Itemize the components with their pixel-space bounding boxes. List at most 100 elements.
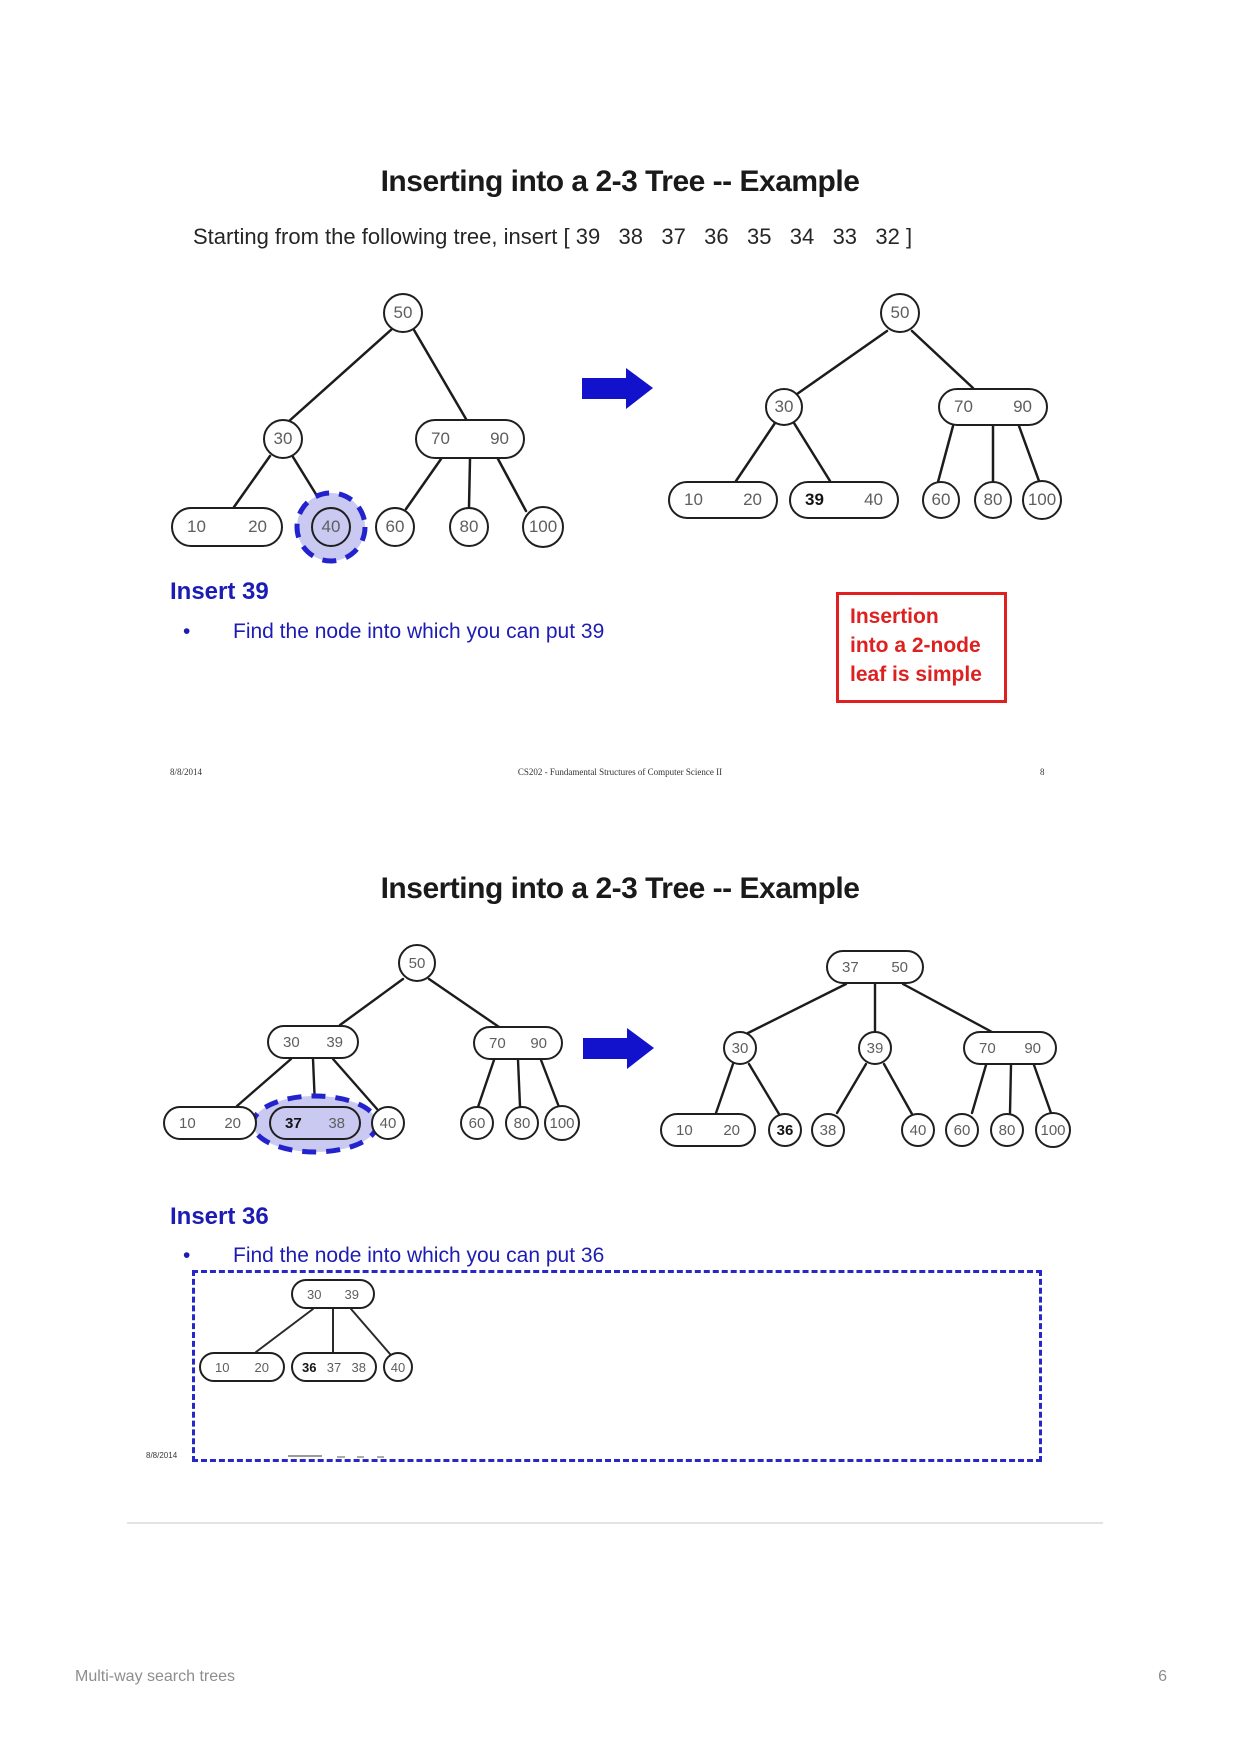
node-value: 39	[344, 1286, 359, 1302]
node-value: 40	[390, 1359, 406, 1375]
tree-node: 60	[922, 481, 960, 519]
tree-node: 80	[449, 507, 489, 547]
footer-remnant-dash	[357, 1456, 364, 1458]
node-value: 100	[528, 517, 558, 536]
node-value: 30	[307, 1286, 322, 1302]
tree-node: 100	[1035, 1112, 1071, 1148]
node-value: 39	[326, 1033, 343, 1051]
node-value: 60	[468, 1114, 486, 1132]
node-value: 40	[321, 517, 341, 536]
tree2-edges	[734, 329, 1041, 484]
tree-node: 39 40	[789, 481, 899, 519]
tree-node: 30 39	[267, 1025, 359, 1059]
node-value: 37	[285, 1114, 302, 1132]
tree-node: 38	[811, 1113, 845, 1147]
tree-node: 39	[858, 1031, 892, 1065]
tree-node: 30	[263, 419, 303, 459]
node-value: 39	[866, 1039, 884, 1057]
node-value: 36	[776, 1121, 794, 1139]
node-value: 30	[774, 397, 794, 416]
tree-node: 100	[1022, 480, 1062, 520]
node-value: 60	[385, 517, 405, 536]
slide2-title: Inserting into a 2-3 Tree -- Example	[380, 872, 860, 905]
node-value: 50	[891, 958, 908, 976]
tree-node: 37 50	[826, 950, 924, 984]
node-value: 100	[1027, 490, 1057, 509]
tree-node: 80	[505, 1106, 539, 1140]
tree-node: 70 90	[473, 1026, 563, 1060]
tree-node: 100	[522, 506, 564, 548]
footer-remnant-dash	[377, 1456, 384, 1458]
tree3-edges	[235, 977, 561, 1111]
tree-node: 80	[990, 1113, 1024, 1147]
node-value: 36	[302, 1359, 317, 1375]
tree-node: 10 20	[660, 1113, 756, 1147]
node-value: 50	[393, 303, 413, 322]
node-value: 30	[283, 1033, 300, 1051]
node-value: 80	[983, 490, 1003, 509]
tree-node: 10 20	[668, 481, 778, 519]
node-value: 70	[431, 429, 450, 448]
footer-remnant-line	[288, 1455, 322, 1457]
tree-node: 60	[375, 507, 415, 547]
node-value: 20	[743, 490, 762, 509]
node-value: 60	[953, 1121, 971, 1139]
node-value: 20	[248, 517, 267, 536]
callout-line: Insertion	[850, 605, 939, 628]
slide1-footer-date: 8/8/2014	[170, 767, 203, 777]
tree-node: 36	[768, 1113, 802, 1147]
slide1-footer-page: 8	[1040, 767, 1045, 777]
insert-heading: Insert 36	[170, 1203, 269, 1230]
node-value: 50	[890, 303, 910, 322]
node-value: 20	[224, 1114, 241, 1132]
node-value: 10	[215, 1359, 230, 1375]
tree-node: 50	[880, 293, 920, 333]
node-value: 80	[513, 1114, 531, 1132]
node-value: 40	[864, 490, 883, 509]
node-value: 30	[273, 429, 293, 448]
right-arrow-icon	[583, 1028, 654, 1069]
tree-node: 30	[723, 1031, 757, 1065]
tree-node: 70 90	[938, 388, 1048, 426]
node-value: 40	[909, 1121, 927, 1139]
bullet-text: Find the node into which you can put 39	[233, 620, 605, 643]
tree-node: 10 20	[199, 1352, 285, 1382]
tree-node: 36 37 38	[291, 1352, 377, 1382]
slide2-footer-date: 8/8/2014	[146, 1451, 178, 1460]
node-value: 70	[489, 1034, 506, 1052]
tree1-edges	[232, 327, 528, 513]
tree-node: 30 39	[291, 1279, 375, 1309]
dashed-work-box	[192, 1270, 1042, 1462]
node-value: 70	[979, 1039, 996, 1057]
callout-box: Insertion into a 2-node leaf is simple	[836, 592, 1007, 703]
node-value: 80	[459, 517, 479, 536]
page-footer-number: 6	[1158, 1668, 1167, 1685]
node-value: 80	[998, 1121, 1016, 1139]
tree-node: 70 90	[963, 1031, 1057, 1065]
slide1-footer-center: CS202 - Fundamental Structures of Comput…	[517, 767, 723, 777]
tree4-edges	[714, 982, 1053, 1116]
bullet-glyph: •	[183, 1244, 191, 1267]
node-value: 100	[1040, 1121, 1066, 1139]
node-value: 10	[187, 517, 206, 536]
node-value: 37	[842, 958, 859, 976]
node-value: 37	[326, 1359, 342, 1375]
tree-node: 10 20	[171, 507, 283, 547]
node-value: 90	[530, 1034, 547, 1052]
tree-node: 50	[398, 944, 436, 982]
right-arrow-icon	[582, 368, 653, 409]
node-value: 20	[723, 1121, 740, 1139]
tree-node: 40	[371, 1106, 405, 1140]
node-value: 50	[408, 954, 426, 972]
tree-node-highlighted: 37 38	[269, 1106, 361, 1140]
node-value: 100	[549, 1114, 575, 1132]
node-value: 90	[1013, 397, 1032, 416]
node-value: 10	[179, 1114, 196, 1132]
node-value: 20	[254, 1359, 269, 1375]
node-value: 90	[490, 429, 509, 448]
node-value: 40	[379, 1114, 397, 1132]
tree-node: 40	[901, 1113, 935, 1147]
tree-node: 60	[460, 1106, 494, 1140]
node-value: 10	[684, 490, 703, 509]
tree-node: 30	[765, 388, 803, 426]
